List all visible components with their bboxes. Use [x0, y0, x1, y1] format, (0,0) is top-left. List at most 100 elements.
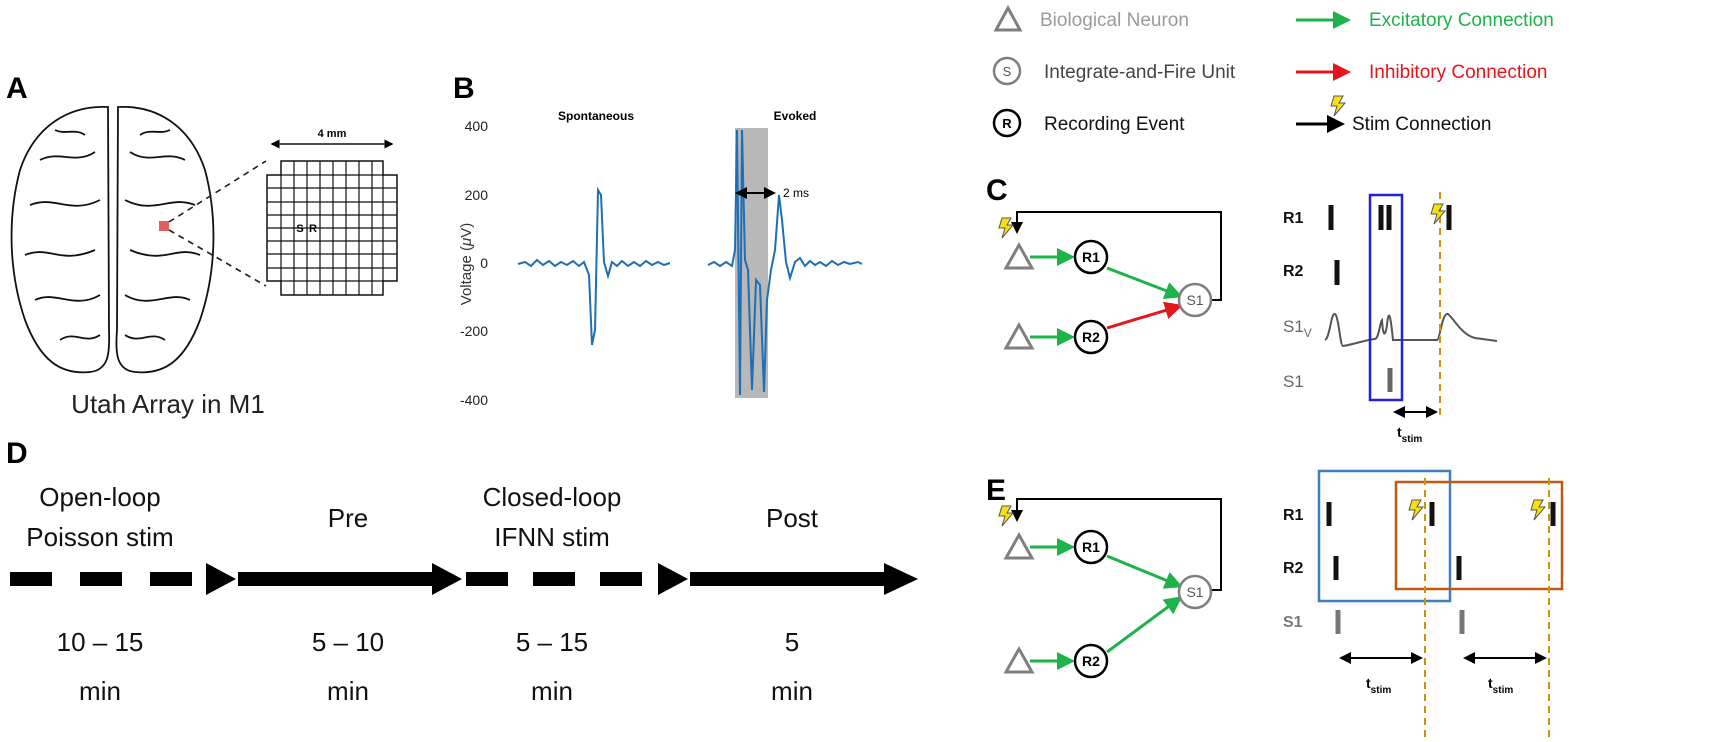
bio-neuron-2-triangle	[1003, 645, 1035, 674]
bio-neuron-1-triangle	[1003, 241, 1035, 270]
membrane-potential-trace	[1324, 312, 1498, 348]
dash-segment	[150, 572, 192, 586]
panel-a-caption: Utah Array in M1	[71, 389, 265, 419]
panel-b: B Spontaneous Evoked 400 200 0 -200 -400…	[453, 72, 863, 408]
legend-inhibitory-label: Inhibitory Connection	[1369, 62, 1548, 83]
legend-excitatory-label: Excitatory Connection	[1369, 10, 1554, 31]
integrate-fire-icon	[992, 56, 1022, 86]
svg-text:R1: R1	[1082, 249, 1100, 265]
scale-4mm-label: 4 mm	[318, 128, 347, 140]
phase-arrowhead	[206, 563, 236, 595]
panel-d: D Open-loop Poisson stim Pre Closed-loop…	[6, 437, 918, 706]
panel-c-label: C	[986, 174, 1008, 207]
title-spontaneous: Spontaneous	[558, 109, 634, 123]
y-tick-400: 400	[465, 118, 489, 134]
tstim-label: tstim	[1397, 424, 1422, 445]
solid-segment	[238, 572, 434, 586]
phase-1-title-line1: Open-loop	[39, 482, 160, 512]
dash-segment	[466, 572, 508, 586]
raster-row-r2-label: R2	[1283, 560, 1304, 577]
phase-arrowhead	[884, 563, 918, 595]
panel-b-label: B	[453, 72, 475, 105]
panel-e: E R1 R2 S1 R1 R2 S1	[986, 469, 1564, 742]
svg-text:S1: S1	[1186, 292, 1203, 308]
panel-c: C R1 R2 S1 R1 R2 S1V S1	[986, 174, 1498, 445]
phase-arrowhead	[658, 563, 688, 595]
phase-3-duration: 5 – 15	[516, 627, 588, 657]
excitatory-arrow-r2-s1	[1106, 596, 1183, 654]
spike-ticks-c	[1328, 205, 1452, 392]
panel-e-label: E	[986, 474, 1006, 507]
legend-integrate-fire: S Integrate-and-Fire Unit	[992, 56, 1236, 86]
node-r1: R1	[1073, 239, 1109, 275]
dash-segment	[533, 572, 575, 586]
svg-text:R1: R1	[1082, 539, 1100, 555]
y-tick-0: 0	[480, 255, 488, 271]
phase-1-title-line2: Poisson stim	[26, 522, 173, 552]
title-evoked: Evoked	[774, 109, 817, 123]
lightning-bolt-icon	[998, 217, 1014, 239]
recording-event-icon-letter: R	[1002, 116, 1012, 131]
utah-array-grid: S R	[266, 160, 398, 296]
window-box-steel-blue	[1317, 469, 1452, 603]
legend-excitatory: Excitatory Connection	[1296, 10, 1554, 31]
panel-a-label: A	[6, 72, 28, 105]
bio-neuron-2-triangle	[1003, 321, 1035, 350]
raster-row-r2-label: R2	[1283, 263, 1304, 280]
panel-d-label: D	[6, 437, 28, 470]
excitatory-arrow-r1-s1	[1106, 266, 1183, 300]
bio-neuron-1-triangle	[1003, 531, 1035, 560]
raster-row-r1-label: R1	[1283, 507, 1304, 524]
legend-integrate-fire-label: Integrate-and-Fire Unit	[1044, 62, 1236, 83]
raster-row-s1-label: S1	[1283, 614, 1303, 631]
legend-stim-label: Stim Connection	[1352, 114, 1491, 135]
lightning-bolt-icon	[1408, 499, 1424, 521]
panel-a: A S R	[6, 72, 398, 419]
zoom-line-top	[168, 160, 267, 223]
y-axis-label: Voltage (μV)	[458, 223, 475, 305]
excitatory-arrow-r1-s1	[1106, 554, 1183, 589]
highlight-box-blue	[1368, 193, 1404, 402]
node-r2: R2	[1073, 319, 1109, 355]
lightning-bolt-icon	[998, 505, 1014, 527]
lightning-bolt-icon	[1430, 203, 1446, 225]
array-r-label: R	[309, 223, 317, 235]
timeline	[10, 563, 918, 595]
raster-row-s1-label: S1	[1283, 372, 1304, 391]
phase-1-unit: min	[79, 676, 121, 706]
phase-1-duration: 10 – 15	[57, 627, 144, 657]
tstim-label: tstim	[1366, 675, 1391, 696]
window-box-orange	[1394, 480, 1564, 591]
recording-event-icon	[992, 108, 1022, 138]
phase-3-title-line1: Closed-loop	[483, 482, 622, 512]
tstim-label: tstim	[1488, 675, 1513, 696]
raster-row-r1-label: R1	[1283, 210, 1304, 227]
spike-ticks-e	[1326, 502, 1556, 634]
node-s1: S1	[1177, 574, 1213, 610]
node-s1: S1	[1177, 282, 1213, 318]
phase-2-unit: min	[327, 676, 369, 706]
array-location-marker	[159, 221, 169, 231]
waveform-spontaneous	[517, 186, 671, 346]
stim-loop-line	[1011, 498, 1222, 591]
legend-biological-neuron-label: Biological Neuron	[1040, 10, 1189, 31]
array-s-label: S	[296, 223, 303, 235]
raster-row-s1v-label: S1V	[1283, 317, 1312, 340]
waveform-evoked	[707, 129, 863, 396]
phase-arrowhead	[432, 563, 462, 595]
integrate-fire-icon-letter: S	[1003, 64, 1012, 79]
phase-4-unit: min	[771, 676, 813, 706]
node-r1: R1	[1073, 529, 1109, 565]
y-tick-200: 200	[465, 187, 489, 203]
legend: Biological Neuron S Integrate-and-Fire U…	[992, 4, 1554, 138]
legend-recording-event-label: Recording Event	[1044, 114, 1185, 135]
svg-text:S1: S1	[1186, 584, 1203, 600]
phase-4-title: Post	[766, 503, 819, 533]
svg-text:R2: R2	[1082, 329, 1100, 345]
scale-2ms-label: 2 ms	[783, 186, 809, 200]
legend-stim: Stim Connection	[1296, 95, 1491, 135]
brain-illustration	[10, 106, 215, 374]
triangle-icon	[993, 4, 1023, 32]
phase-3-unit: min	[531, 676, 573, 706]
